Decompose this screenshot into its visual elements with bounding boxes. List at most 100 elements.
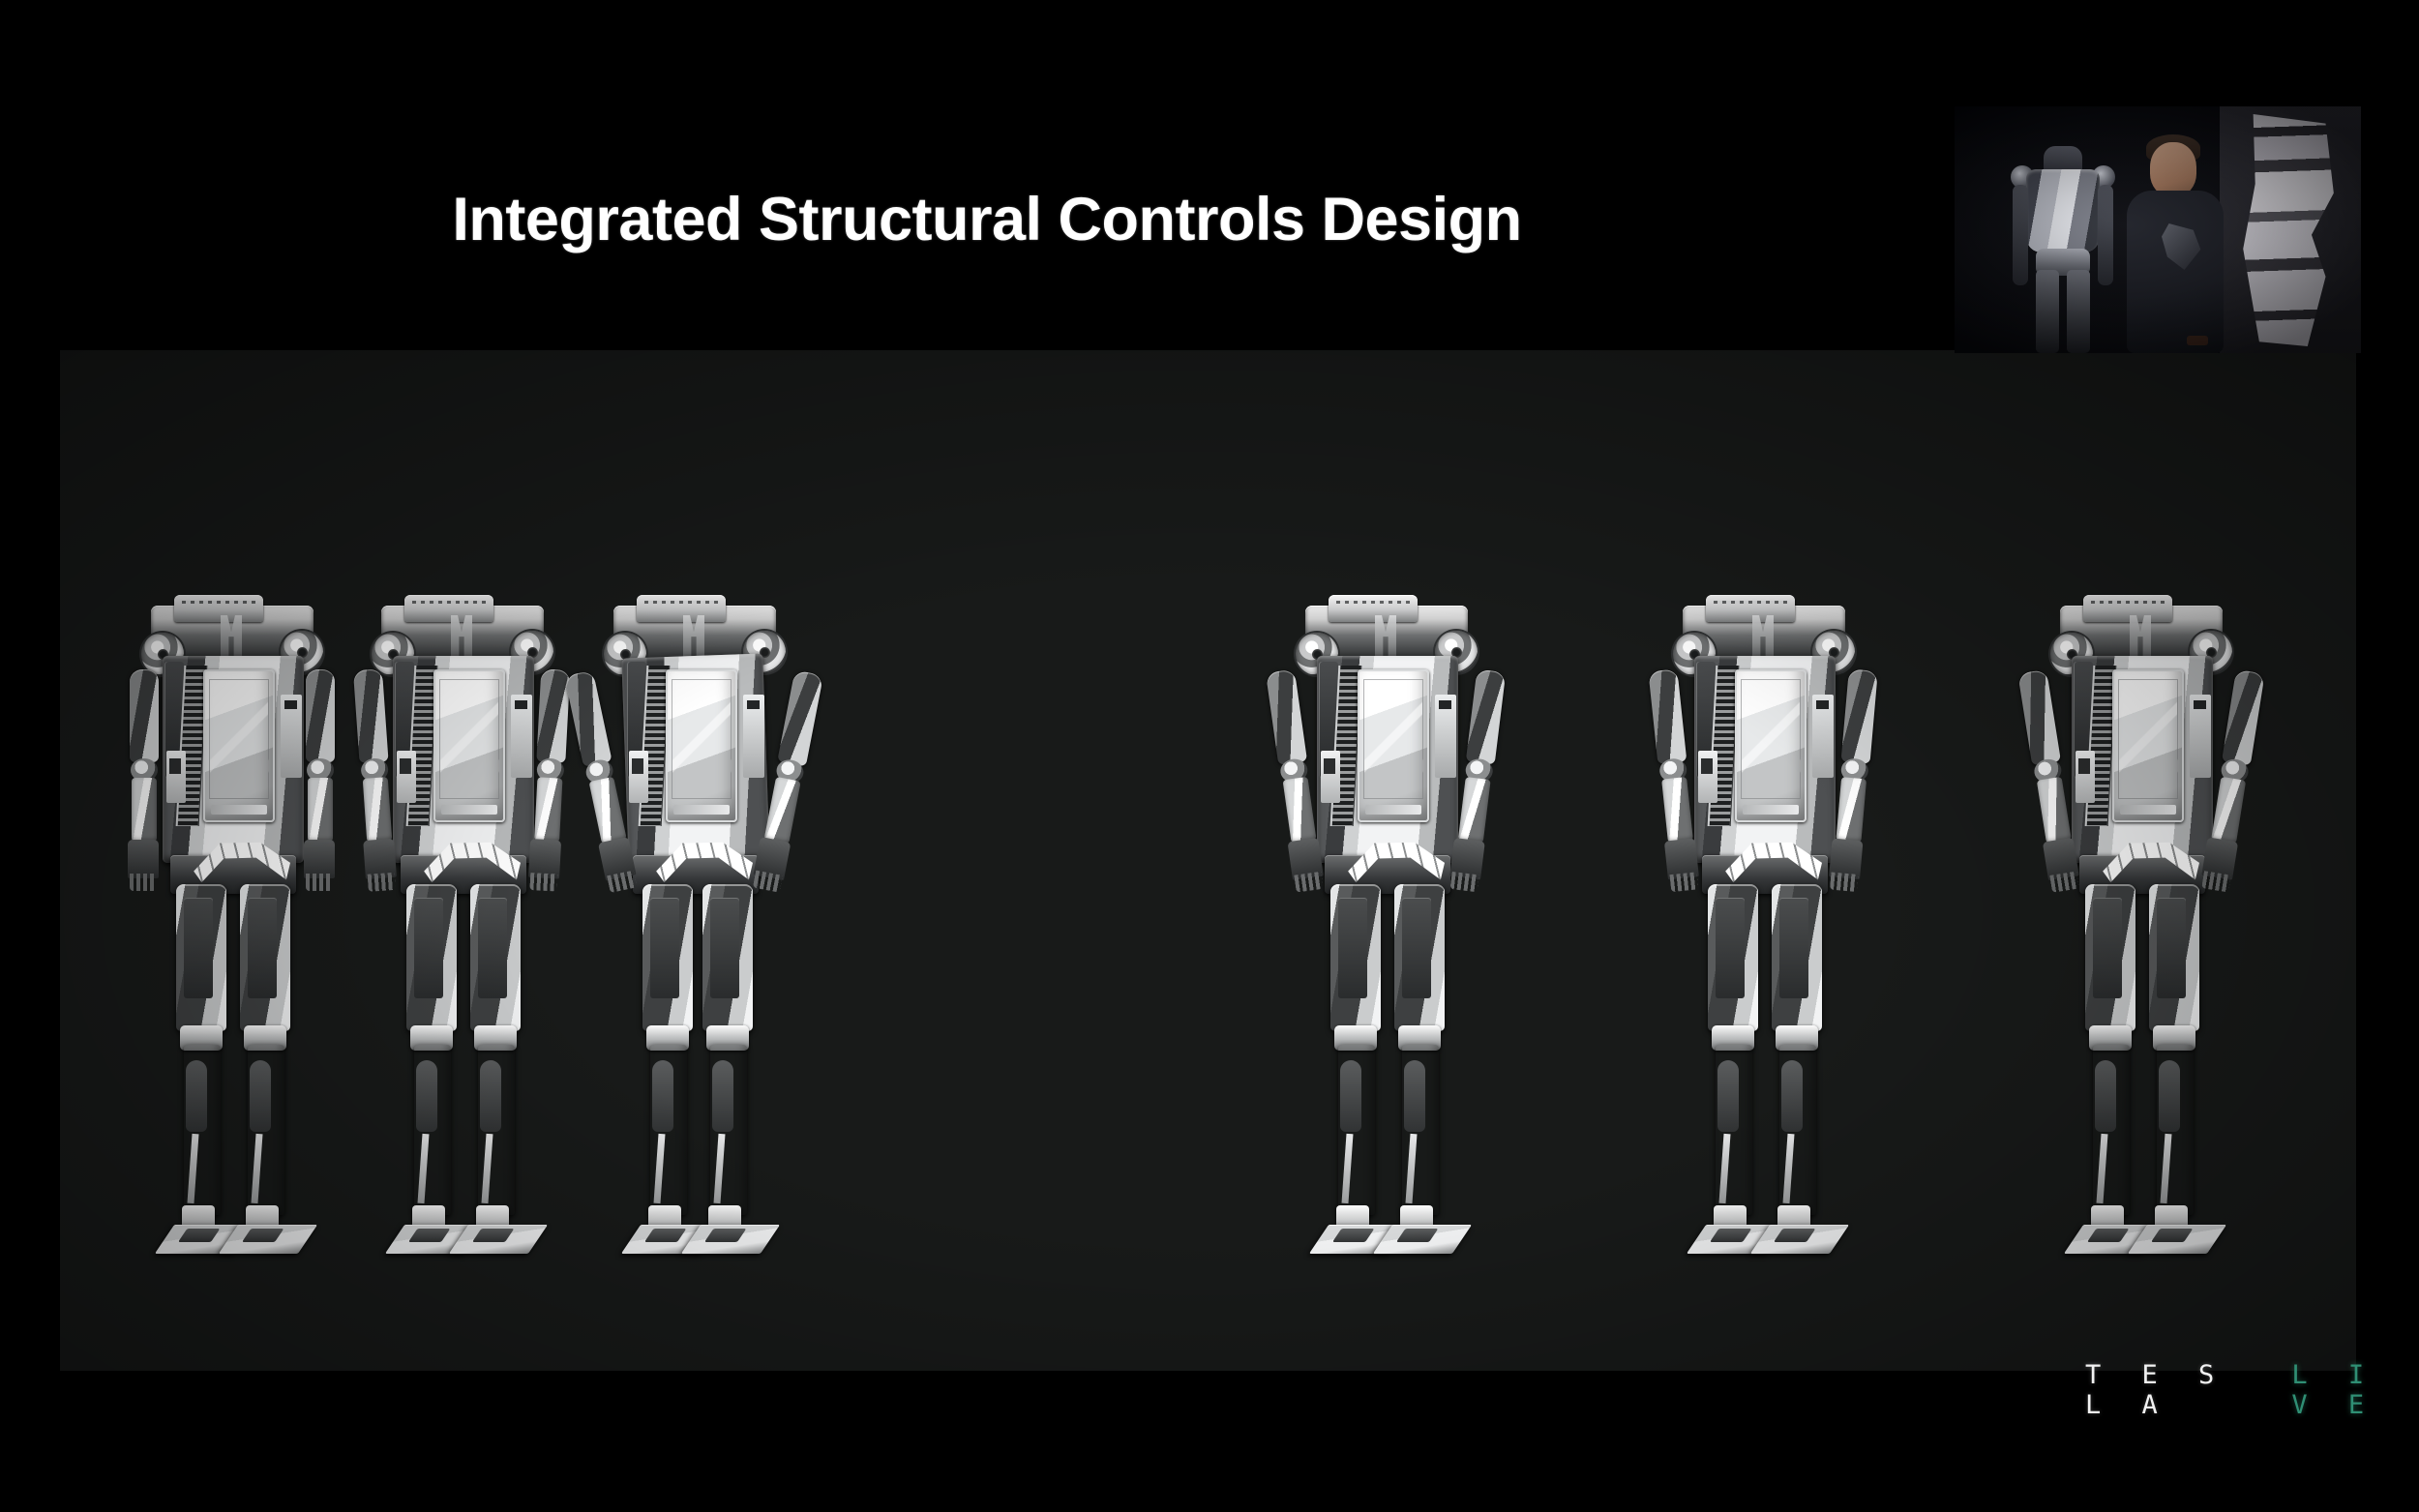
robot-leg-left — [1308, 884, 1409, 1289]
forearm — [1457, 776, 1491, 844]
upper-arm — [1265, 668, 1308, 765]
shin-linkage — [713, 1133, 726, 1204]
robot-leg-right — [1372, 884, 1473, 1289]
robot-figure-1 — [120, 595, 343, 1289]
pip-presenter-head — [2150, 142, 2196, 196]
forearm — [308, 778, 333, 842]
upper-arm — [352, 668, 389, 764]
thigh — [1330, 884, 1381, 1031]
robot-right-panel — [1435, 695, 1456, 778]
knee-joint — [1776, 1025, 1818, 1051]
shin-linkage — [1341, 1133, 1354, 1204]
pip-screen-leg-render — [2243, 114, 2334, 346]
shin — [1402, 1045, 1439, 1215]
calf-actuator — [2159, 1060, 2180, 1132]
forearm — [588, 776, 627, 845]
shin-linkage — [653, 1133, 666, 1204]
robot-arm-right — [1449, 668, 1507, 880]
robot-arm-left — [2017, 668, 2079, 881]
forearm — [132, 778, 157, 842]
robot-head-module — [637, 595, 726, 622]
robot-left-panel — [1698, 751, 1717, 803]
shin — [2157, 1045, 2194, 1215]
hand — [1449, 837, 1485, 880]
tesla-wordmark: T E S L A — [2085, 1360, 2227, 1420]
hand — [753, 836, 791, 881]
robot-figure-4 — [1265, 595, 1507, 1289]
robot-right-panel — [743, 695, 764, 778]
forearm — [763, 776, 801, 845]
shin-linkage — [1718, 1133, 1731, 1204]
shin-linkage — [2096, 1133, 2108, 1204]
robot-leg-right — [448, 884, 549, 1289]
pip-robot-torso — [2026, 169, 2100, 252]
robot-chest-plate — [1358, 669, 1429, 822]
shin-linkage — [1782, 1133, 1795, 1204]
brand-watermark: T E S L A L I V E — [2085, 1360, 2419, 1420]
robot-leg-left — [1686, 884, 1786, 1289]
robot-figure-row — [60, 350, 2356, 1371]
hand — [2201, 837, 2239, 880]
pip-presenter-watch — [2187, 336, 2208, 345]
knee-joint — [474, 1025, 517, 1051]
shin — [414, 1045, 451, 1215]
robot-chest-plate — [1735, 669, 1807, 822]
shin — [1716, 1045, 1752, 1215]
robot-arm-right — [2201, 668, 2265, 880]
robot-leg-left — [620, 884, 721, 1289]
robot-leg-right — [218, 884, 318, 1289]
knee-joint — [2089, 1025, 2132, 1051]
robot-arm-left — [128, 669, 159, 891]
thigh — [406, 884, 457, 1031]
robot-right-panel — [511, 695, 532, 778]
pip-stage-background — [1955, 106, 2361, 353]
robot-head-module — [2083, 595, 2172, 622]
forearm — [2036, 776, 2072, 845]
robot-leg-left — [154, 884, 254, 1289]
thigh — [2085, 884, 2135, 1031]
shin-linkage — [1405, 1133, 1418, 1204]
hand — [2042, 837, 2079, 881]
thigh — [1394, 884, 1445, 1031]
shin — [710, 1045, 747, 1215]
robot-left-panel — [2076, 751, 2095, 803]
robot-left-panel — [629, 751, 648, 803]
calf-actuator — [712, 1060, 733, 1132]
knee-joint — [646, 1025, 689, 1051]
pip-robot-arm-right — [2098, 185, 2113, 285]
knee-joint — [244, 1025, 286, 1051]
robot-arm-left — [1265, 668, 1324, 880]
robot-leg-right — [1749, 884, 1850, 1289]
robot-leg-right — [680, 884, 781, 1289]
knee-joint — [180, 1025, 223, 1051]
shin — [650, 1045, 687, 1215]
thigh — [176, 884, 226, 1031]
shin — [1338, 1045, 1375, 1215]
pip-humanoid-robot — [2009, 140, 2117, 353]
live-badge: L I V E — [2291, 1360, 2377, 1420]
robot-figure-6 — [2017, 595, 2265, 1288]
robot-arm-right — [1829, 668, 1878, 880]
robot-arm-left — [1648, 668, 1699, 880]
calf-actuator — [1781, 1060, 1803, 1132]
knee-joint — [1712, 1025, 1754, 1051]
upper-arm — [1840, 668, 1878, 764]
thigh — [1708, 884, 1758, 1031]
pip-presenter-body — [2127, 191, 2224, 353]
thigh — [240, 884, 290, 1031]
pip-presenter-shirt-graphic — [2162, 223, 2201, 270]
presenter-video-inset[interactable] — [1955, 106, 2361, 353]
thigh — [1772, 884, 1822, 1031]
upper-arm — [130, 669, 159, 762]
knee-joint — [706, 1025, 749, 1051]
robot-arm-right — [528, 668, 571, 879]
robot-right-panel — [2190, 695, 2211, 778]
upper-arm — [2017, 668, 2061, 766]
robot-right-panel — [281, 695, 302, 778]
shin-linkage — [251, 1133, 263, 1204]
robot-head-module — [1706, 595, 1795, 622]
calf-actuator — [416, 1060, 437, 1132]
robot-chest-plate — [203, 669, 275, 822]
hand — [528, 839, 562, 879]
